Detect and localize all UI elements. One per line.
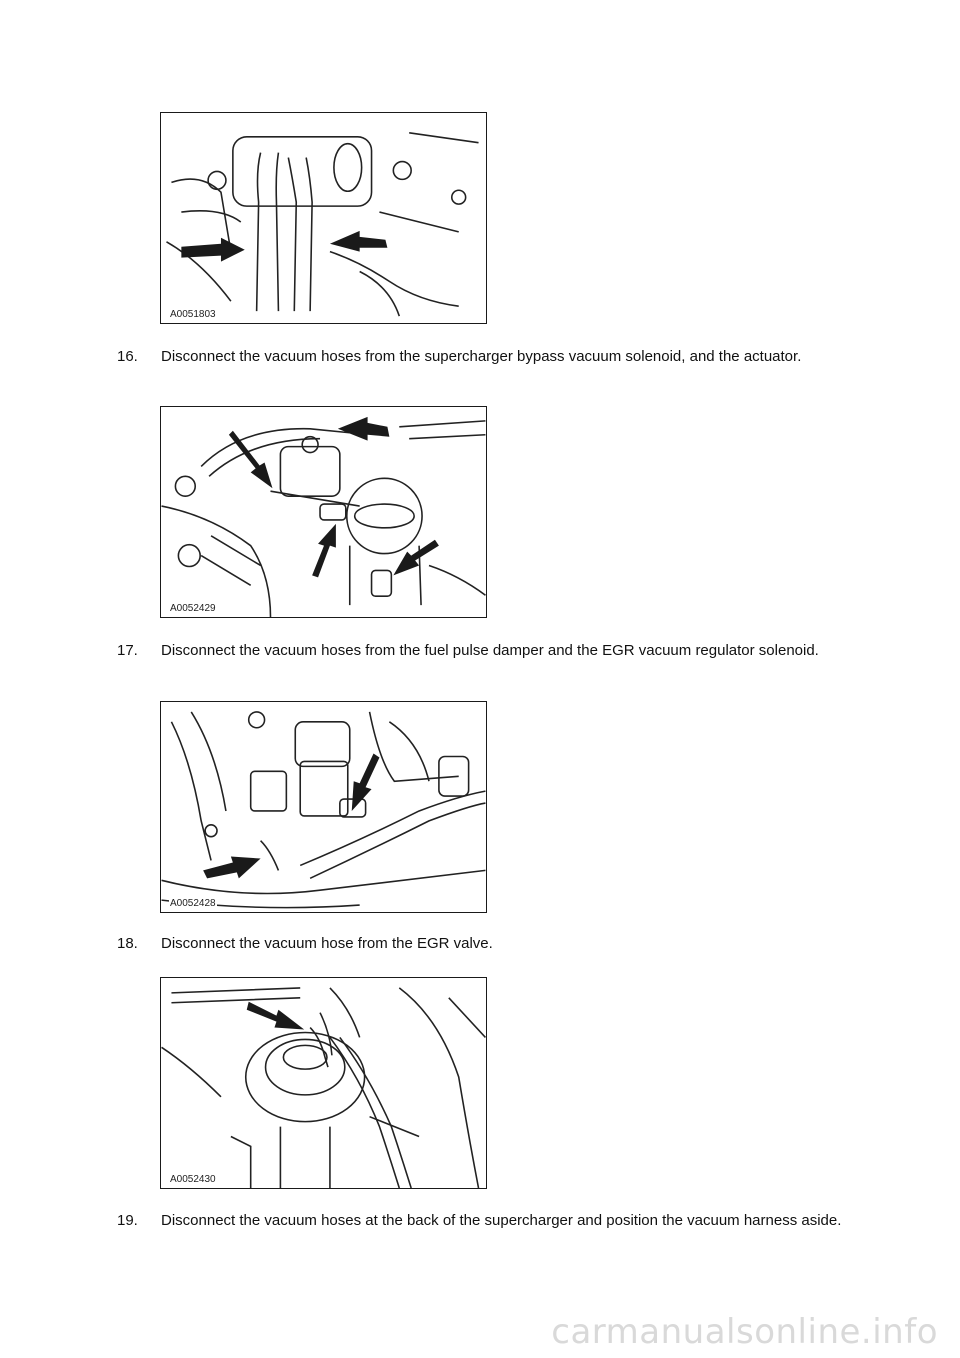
illustration-fuel-pulse-damper (161, 416, 486, 617)
step-text: Disconnect the vacuum hose from the EGR … (161, 935, 493, 952)
step-18: 18. Disconnect the vacuum hose from the … (117, 935, 857, 953)
figure-label: A0052429 (169, 603, 217, 614)
step-number: 19. (117, 1212, 138, 1229)
figure-a0051803: A0051803 (160, 112, 487, 324)
illustration-egr-valve (161, 987, 486, 1188)
step-number: 16. (117, 348, 138, 365)
arrows (181, 230, 388, 262)
watermark: carmanualsonline.info (551, 1312, 938, 1352)
arrows (228, 416, 439, 578)
illustration-egr-vacuum-regulator (161, 711, 486, 909)
figure-a0052429: A0052429 (160, 406, 487, 618)
illustration-hoses-at-solenoid (166, 132, 479, 317)
figure-a0052428: A0052428 (160, 701, 487, 913)
step-number: 17. (117, 642, 138, 659)
arrows (203, 753, 380, 879)
step-text: Disconnect the vacuum hoses at the back … (161, 1212, 842, 1229)
figure-label: A0052430 (169, 1174, 217, 1185)
figure-a0052430: A0052430 (160, 977, 487, 1189)
step-16: 16. Disconnect the vacuum hoses from the… (117, 348, 857, 366)
figure-label: A0052428 (169, 898, 217, 909)
step-number: 18. (117, 935, 138, 952)
step-17: 17. Disconnect the vacuum hoses from the… (117, 642, 857, 660)
arrows (246, 1001, 305, 1030)
step-19: 19. Disconnect the vacuum hoses at the b… (117, 1212, 857, 1230)
figure-label: A0051803 (169, 309, 217, 320)
step-text: Disconnect the vacuum hoses from the fue… (161, 642, 819, 659)
step-text: Disconnect the vacuum hoses from the sup… (161, 348, 802, 365)
